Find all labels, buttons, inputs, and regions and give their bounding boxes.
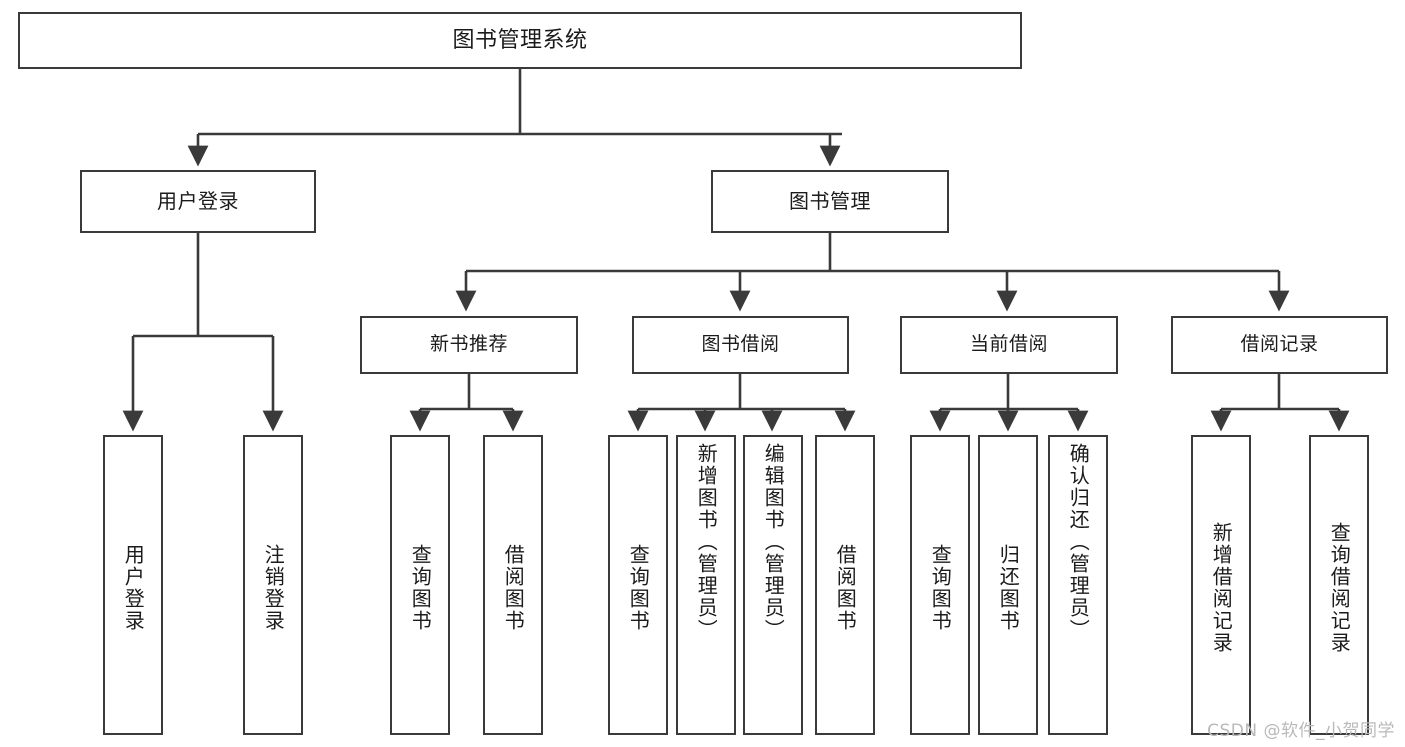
leaf-label: 确认归还（管理员）	[1066, 443, 1091, 641]
leaf-current-borrow-3[interactable]: 确认归还（管理员）	[1048, 435, 1108, 735]
leaf-new-book-1[interactable]: 查询图书	[390, 435, 450, 735]
leaf-current-borrow-2[interactable]: 归还图书	[978, 435, 1038, 735]
node-root[interactable]: 图书管理系统	[18, 12, 1022, 69]
leaf-label: 查询图书	[408, 544, 433, 632]
csdn-watermark: CSDN @软件_小贺同学	[1207, 721, 1395, 741]
node-borrow-record[interactable]: 借阅记录	[1171, 316, 1388, 374]
leaf-borrow-record-1[interactable]: 新增借阅记录	[1191, 435, 1251, 735]
leaf-book-borrow-2[interactable]: 新增图书（管理员）	[676, 435, 736, 735]
leaf-label: 查询图书	[928, 544, 953, 632]
leaf-book-borrow-4[interactable]: 借阅图书	[815, 435, 875, 735]
leaf-book-borrow-3[interactable]: 编辑图书（管理员）	[743, 435, 803, 735]
leaf-label: 用户登录	[121, 544, 146, 632]
node-book-borrow[interactable]: 图书借阅	[632, 316, 849, 374]
node-user-login-label: 用户登录	[157, 189, 239, 213]
node-borrow-record-label: 借阅记录	[1240, 333, 1319, 356]
node-current-borrow-label: 当前借阅	[969, 333, 1048, 356]
node-new-book-recommend[interactable]: 新书推荐	[360, 316, 578, 374]
leaf-new-book-2[interactable]: 借阅图书	[483, 435, 543, 735]
leaf-book-borrow-1[interactable]: 查询图书	[608, 435, 668, 735]
leaf-user-login-2[interactable]: 注销登录	[243, 435, 303, 735]
leaf-label: 新增图书（管理员）	[694, 443, 719, 641]
leaf-borrow-record-2[interactable]: 查询借阅记录	[1309, 435, 1369, 735]
node-user-login[interactable]: 用户登录	[80, 170, 316, 233]
node-root-label: 图书管理系统	[452, 27, 588, 53]
node-book-manage[interactable]: 图书管理	[711, 170, 949, 233]
leaf-user-login-1[interactable]: 用户登录	[103, 435, 163, 735]
leaf-current-borrow-1[interactable]: 查询图书	[910, 435, 970, 735]
leaf-label: 借阅图书	[833, 544, 858, 632]
node-current-borrow[interactable]: 当前借阅	[900, 316, 1118, 374]
node-book-manage-label: 图书管理	[789, 189, 871, 213]
node-book-borrow-label: 图书借阅	[701, 333, 780, 356]
node-new-book-recommend-label: 新书推荐	[429, 333, 508, 356]
leaf-label: 归还图书	[996, 544, 1021, 632]
leaf-label: 编辑图书（管理员）	[761, 443, 786, 641]
leaf-label: 查询借阅记录	[1327, 522, 1352, 654]
leaf-label: 借阅图书	[501, 544, 526, 632]
leaf-label: 新增借阅记录	[1209, 522, 1234, 654]
leaf-label: 查询图书	[626, 544, 651, 632]
leaf-label: 注销登录	[261, 544, 286, 632]
